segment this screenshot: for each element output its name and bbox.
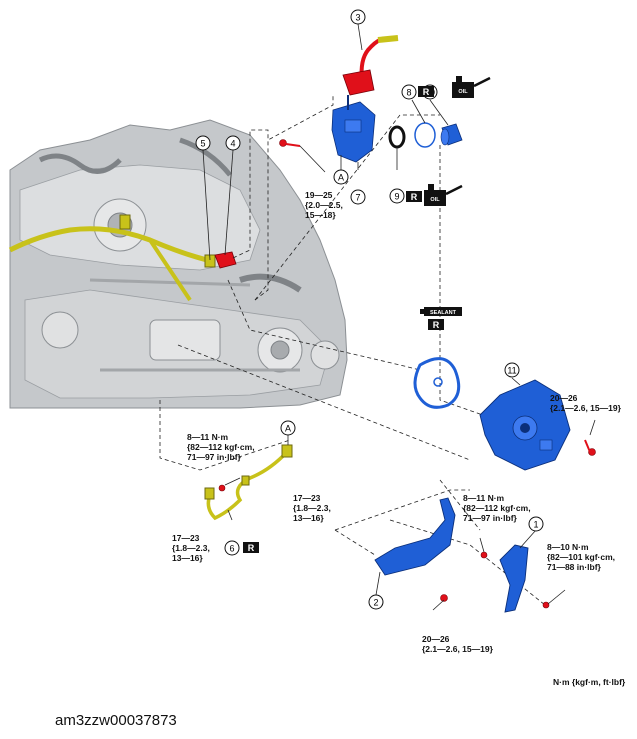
replace-badge-sealant: R — [428, 319, 444, 330]
svg-text:OIL: OIL — [458, 89, 468, 95]
part-7-valve-body — [331, 95, 376, 163]
replace-badge-6: R — [243, 542, 259, 553]
torque-spec-part-6-left: 17—23 {1.8—2.3, 13—16} — [172, 533, 210, 563]
bolt-part-2-lower — [440, 594, 448, 602]
bolt-part-6-upper — [218, 484, 226, 492]
oil-can-icon-9: OIL — [424, 184, 463, 206]
callout-2: 2 — [368, 594, 384, 610]
svg-text:R: R — [433, 320, 440, 330]
callout-A-top: A — [333, 169, 349, 185]
replace-badges: R R R R — [243, 86, 444, 553]
svg-text:A: A — [285, 424, 291, 434]
bolt-part-2-upper — [480, 551, 488, 559]
svg-text:9: 9 — [394, 192, 399, 202]
sealant-tube-icon: SEALANT — [420, 307, 462, 316]
torque-spec-part-1: 8—10 N·m {82—101 kgf·cm, 71—88 in·lbf} — [547, 542, 616, 572]
callout-3: 3 — [350, 9, 366, 25]
oil-can-icon-10: OIL — [452, 76, 491, 98]
bolts — [218, 139, 596, 609]
callout-5: 5 — [195, 135, 211, 151]
callout-9: 9 — [389, 188, 405, 204]
part-2-bracket — [374, 497, 456, 576]
replace-badge-8: R — [418, 86, 434, 97]
bolt-part-11 — [584, 439, 596, 456]
torque-spec-part-6-upper: 8—11 N·m {82—112 kgf·cm, 71—97 in·lbf} — [187, 432, 255, 462]
part-3-sensor-harness — [342, 35, 399, 96]
part-8-snap-ring — [414, 122, 436, 148]
svg-text:A: A — [338, 173, 344, 183]
torque-unit-legend: N·m {kgf·m, ft·lbf} — [553, 677, 626, 687]
svg-text:11: 11 — [507, 366, 516, 376]
part-10-plug — [440, 123, 463, 146]
callout-A-bottom: A — [280, 420, 296, 436]
svg-text:SEALANT: SEALANT — [430, 310, 457, 316]
torque-spec-part-2-upper: 8—11 N·m {82—112 kgf·cm, 71—97 in·lbf} — [463, 493, 531, 523]
torque-spec-part-2-lower: 20—26 {2.1—2.6, 15—19} — [422, 634, 493, 654]
callout-8: 8 — [401, 84, 417, 100]
bolt-part-1 — [542, 601, 550, 609]
svg-text:5: 5 — [200, 139, 205, 149]
torque-spec-part-6-right: 17—23 {1.8—2.3, 13—16} — [293, 493, 331, 523]
part-9-o-ring — [388, 125, 406, 149]
svg-text:R: R — [423, 87, 430, 97]
bolt-part-7 — [279, 139, 301, 147]
callout-6: 6 — [224, 540, 240, 556]
gasket-sealant — [413, 357, 461, 409]
svg-text:R: R — [411, 192, 418, 202]
svg-text:3: 3 — [355, 13, 360, 23]
torque-spec-part-7-bolt: 19—25 {2.0—2.5, 15—18} — [305, 190, 343, 220]
callouts: 3 5 4 A 7 8 10 9 11 A 6 2 1 — [195, 9, 544, 610]
torque-spec-part-11-bolt: 20—26 {2.1—2.6, 15—19} — [550, 393, 621, 413]
svg-text:1: 1 — [533, 520, 538, 530]
part-1-bracket — [499, 544, 529, 613]
replace-badge-9: R — [406, 191, 422, 202]
leader-lines — [202, 23, 596, 611]
callout-4: 4 — [225, 135, 241, 151]
svg-text:2: 2 — [373, 598, 378, 608]
svg-text:6: 6 — [229, 544, 234, 554]
svg-text:4: 4 — [230, 139, 235, 149]
callout-7: 7 — [350, 189, 366, 205]
svg-text:7: 7 — [355, 193, 360, 203]
engine-illustration — [8, 119, 348, 409]
svg-text:R: R — [248, 543, 255, 553]
figure-code: am3zzw00037873 — [55, 712, 177, 729]
part-11-housing — [479, 379, 571, 471]
callout-11: 11 — [504, 362, 520, 378]
callout-1: 1 — [528, 516, 544, 532]
svg-text:OIL: OIL — [430, 197, 440, 203]
part-6-harness — [204, 444, 293, 521]
svg-text:8: 8 — [406, 88, 411, 98]
